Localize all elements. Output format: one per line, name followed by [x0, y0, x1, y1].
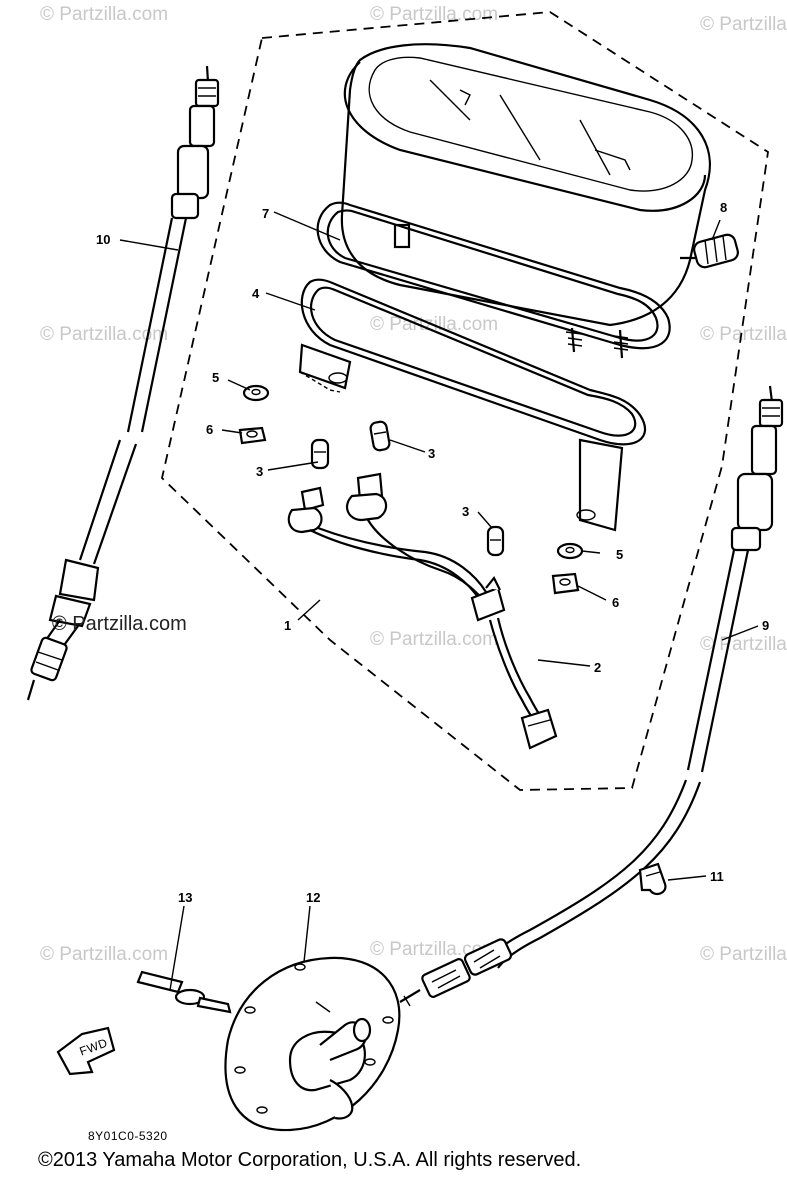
trip-knob [680, 233, 739, 269]
wire-harness [287, 472, 558, 750]
part-code: 8Y01C0-5320 [88, 1129, 168, 1143]
callout-13: 13 [178, 890, 192, 905]
bulb-3c [486, 525, 505, 557]
callout-4: 4 [252, 286, 260, 301]
watermark-dark: © Partzilla.com [52, 613, 187, 635]
callout-3c: 3 [462, 504, 469, 519]
callout-3b: 3 [428, 446, 435, 461]
svg-text:© Partzilla.com: © Partzilla.com [370, 629, 498, 650]
svg-text:© Partzilla.com: © Partzilla.com [700, 14, 787, 35]
callout-5a: 5 [212, 370, 219, 385]
callout-1: 1 [284, 618, 291, 633]
bulb-3b [369, 420, 391, 452]
fwd-arrow-icon: FWD [56, 1026, 116, 1076]
meter-housing [340, 43, 711, 359]
bulb-3a [310, 438, 330, 470]
svg-text:© Partzilla.com: © Partzilla.com [700, 634, 787, 655]
callout-7: 7 [262, 206, 269, 221]
callout-9: 9 [762, 618, 769, 633]
drive-plate [224, 956, 401, 1132]
callout-12: 12 [306, 890, 320, 905]
copyright-notice: ©2013 Yamaha Motor Corporation, U.S.A. A… [38, 1149, 581, 1171]
gasket [316, 201, 671, 350]
callout-5b: 5 [616, 547, 623, 562]
svg-text:© Partzilla.com: © Partzilla.com [700, 324, 787, 345]
callout-10: 10 [96, 232, 110, 247]
nut-6b [551, 572, 580, 595]
dowel-pin [136, 970, 232, 1014]
callout-11: 11 [710, 869, 724, 884]
svg-text:© Partzilla.com: © Partzilla.com [700, 944, 787, 965]
tachometer-cable [26, 65, 220, 701]
svg-text:© Partzilla.com: © Partzilla.com [40, 324, 168, 345]
mounting-bracket [298, 278, 647, 532]
callout-3a: 3 [256, 464, 263, 479]
assembly-boundary [161, 11, 769, 791]
svg-text:© Partzilla.com: © Partzilla.com [40, 944, 168, 965]
callout-labels: 1 2 3 3 3 4 5 5 6 6 7 8 9 10 11 12 13 [96, 200, 769, 905]
callout-6a: 6 [206, 422, 213, 437]
leader-lines [119, 211, 759, 991]
svg-text:© Partzilla.com: © Partzilla.com [40, 4, 168, 25]
grommet-5a [242, 384, 270, 402]
speedometer-cable [399, 385, 784, 1007]
nut-6a [238, 426, 267, 445]
cable-clip [638, 862, 667, 896]
callout-8: 8 [720, 200, 727, 215]
grommet-5b [556, 542, 584, 560]
callout-6b: 6 [612, 595, 619, 610]
callout-2: 2 [594, 660, 601, 675]
